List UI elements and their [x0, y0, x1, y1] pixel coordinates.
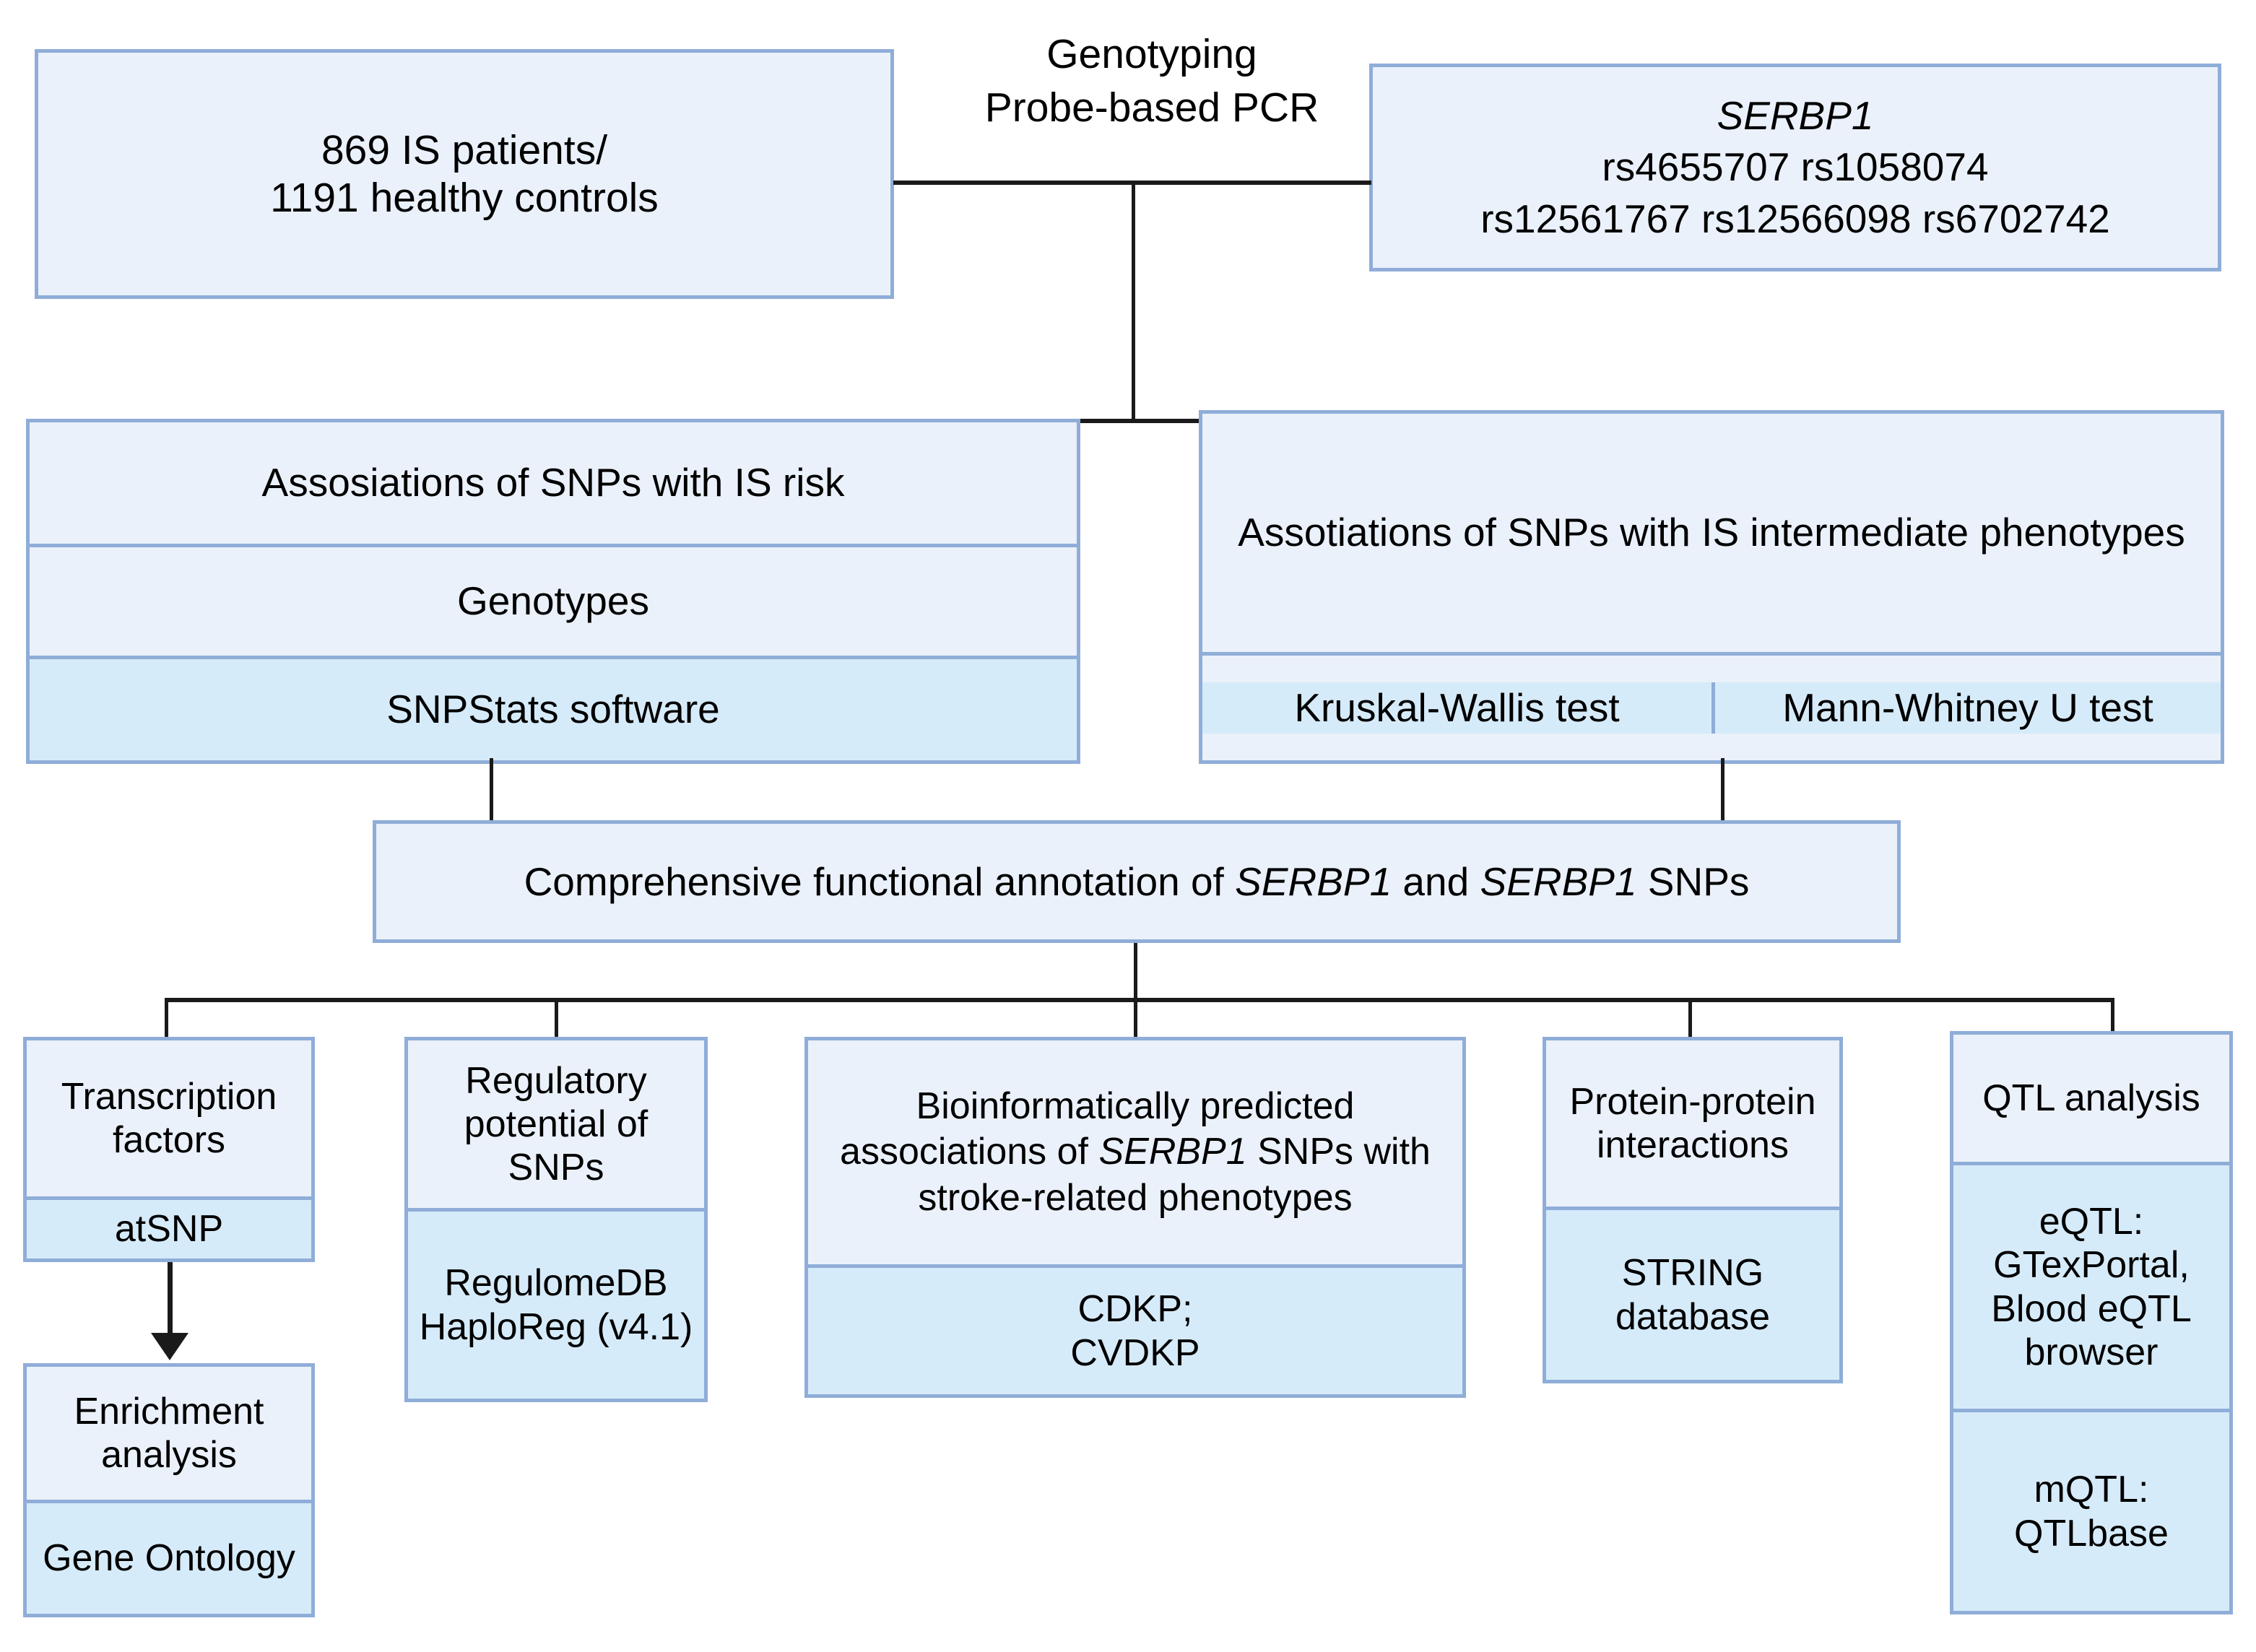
enrichment-header: Enrichment analysis [27, 1367, 311, 1500]
connector-phenotypes-to-annotation [1721, 758, 1724, 838]
connector-row1-drop [1132, 181, 1135, 422]
connector-bottom-drop-4 [1688, 998, 1692, 1043]
arrow-head-icon [151, 1333, 188, 1360]
cdkp-cvdkp-tool: CDKP; CVDKP [808, 1264, 1462, 1394]
regulatory-potential-header: Regulatory potential of SNPs [408, 1040, 704, 1208]
connector-is-risk-to-annotation [490, 758, 493, 838]
transcription-factors-header: Transcription factors [27, 1040, 311, 1196]
gene-ontology-tool: Gene Ontology [27, 1500, 311, 1614]
node-protein-protein-interactions: Protein-protein interactions STRING data… [1543, 1037, 1843, 1383]
bioinformatic-predictions-header: Bioinformatically predicted associations… [808, 1040, 1462, 1264]
annotation-gene2: SERBP1 [1480, 858, 1637, 904]
mann-whitney-tool: Mann-Whitney U test [1711, 682, 2221, 734]
node-enrichment-analysis: Enrichment analysis Gene Ontology [23, 1363, 315, 1617]
node-cohort: 869 IS patients/ 1191 healthy controls [35, 49, 894, 299]
ppi-header: Protein-protein interactions [1546, 1040, 1839, 1207]
annotation-text-part3: SNPs [1636, 858, 1750, 904]
gene-panel-snps-line1: rs4655707 rs1058074 [1602, 144, 1989, 190]
connector-annotation-drop [1134, 943, 1137, 1007]
connector-bottom-drop-2 [555, 998, 558, 1043]
gene-panel-gene: SERBP1 [1717, 92, 1874, 138]
is-risk-tool: SNPStats software [30, 656, 1077, 760]
annotation-text-part2: and [1392, 858, 1480, 904]
genotyping-method-label: Genotyping Probe-based PCR [984, 31, 1319, 131]
is-risk-header: Assosiations of SNPs with IS risk [30, 422, 1077, 544]
connector-bottom-bar [165, 998, 2114, 1002]
mqtl-tool: mQTL: QTLbase [1953, 1409, 2229, 1611]
annotation-gene1: SERBP1 [1235, 858, 1392, 904]
atsnp-tool: atSNP [27, 1196, 311, 1258]
node-intermediate-phenotypes: Assotiations of SNPs with IS intermediat… [1199, 410, 2224, 764]
node-regulatory-potential: Regulatory potential of SNPs RegulomeDB … [404, 1037, 708, 1402]
node-transcription-factors: Transcription factors atSNP [23, 1037, 315, 1262]
node-is-risk: Assosiations of SNPs with IS risk Genoty… [26, 419, 1080, 764]
connector-bottom-drop-3 [1134, 998, 1137, 1043]
cohort-text: 869 IS patients/ 1191 healthy controls [38, 53, 890, 295]
gene-panel-text: SERBP1 rs4655707 rs1058074 rs12561767 rs… [1373, 67, 2218, 268]
bioinformatic-text-part2: SNPs with stroke-related phenotypes [918, 1131, 1431, 1219]
bioinformatic-gene: SERBP1 [1098, 1131, 1247, 1173]
connector-bottom-drop-5 [2111, 998, 2114, 1043]
eqtl-tool: eQTL: GTexPortal, Blood eQTL browser [1953, 1162, 2229, 1409]
intermediate-phenotypes-header: Assotiations of SNPs with IS intermediat… [1202, 414, 2221, 652]
bioinformatic-text-part1: Bioinformatically predicted associations… [840, 1084, 1355, 1173]
string-database-tool: STRING database [1546, 1207, 1839, 1380]
connector-atsnp-to-enrichment [168, 1262, 173, 1342]
kruskal-wallis-tool: Kruskal-Wallis test [1202, 682, 1711, 734]
node-gene-panel: SERBP1 rs4655707 rs1058074 rs12561767 rs… [1369, 64, 2221, 271]
connector-row2-bar [540, 419, 1724, 423]
gene-panel-snps-line2: rs12561767 rs12566098 rs6702742 [1480, 196, 2110, 241]
regulomedb-haploreg-tool: RegulomeDB HaploReg (v4.1) [408, 1208, 704, 1399]
annotation-text: Comprehensive functional annotation of S… [376, 824, 1897, 939]
is-risk-middle: Genotypes [30, 544, 1077, 656]
qtl-header: QTL analysis [1953, 1035, 2229, 1162]
node-qtl-analysis: QTL analysis eQTL: GTexPortal, Blood eQT… [1950, 1031, 2233, 1614]
intermediate-phenotypes-tools: Kruskal-Wallis test Mann-Whitney U test [1202, 652, 2221, 760]
node-comprehensive-annotation: Comprehensive functional annotation of S… [373, 820, 1901, 943]
node-bioinformatic-predictions: Bioinformatically predicted associations… [804, 1037, 1466, 1398]
cohort-line1: 869 IS patients/ [321, 126, 608, 173]
annotation-text-part1: Comprehensive functional annotation of [524, 858, 1236, 904]
cohort-line2: 1191 healthy controls [270, 175, 659, 221]
connector-bottom-drop-1 [165, 998, 168, 1043]
